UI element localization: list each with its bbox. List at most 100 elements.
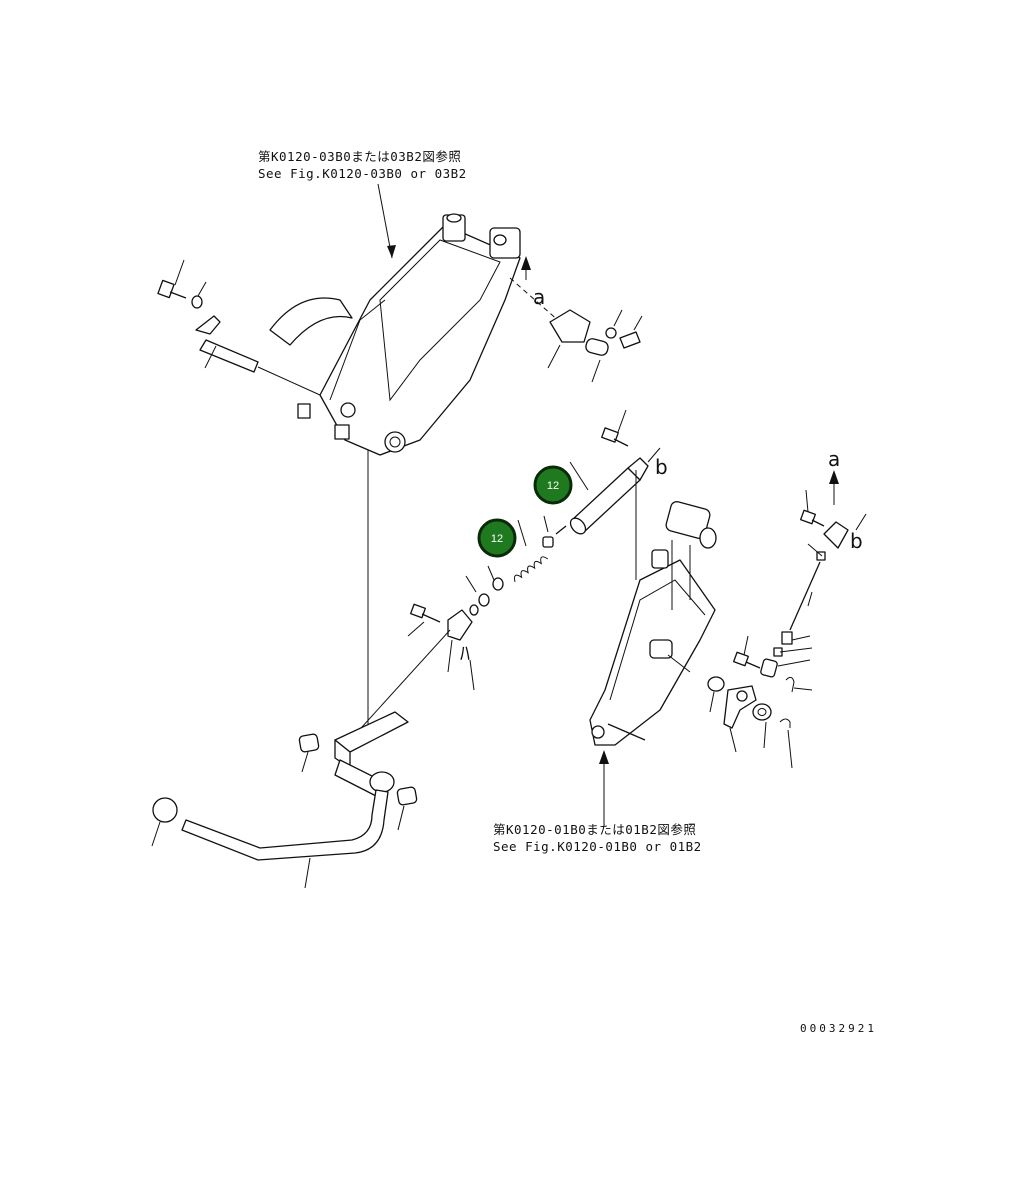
leader-linkage-end-nut [791,635,811,641]
dash-line-to-clevis [509,277,561,323]
leader-cotter-pin [793,687,813,691]
leader-mark-b-right [855,513,867,531]
leader-right-cotter-pin [787,729,793,769]
right-lever-bolt-head [733,651,749,667]
top-reference-jp: 第K0120-03B0または03B2図参照 [258,149,461,164]
clevis-pin [585,338,609,356]
right-bracket-slot [649,639,673,659]
right-washer [752,703,772,721]
pin-to-bracket-line [257,366,321,396]
top-reference-en: See Fig.K0120-03B0 or 03B2 [258,166,467,181]
leader-right-lever-bolt [743,635,749,656]
right-post-top [665,501,711,539]
spring-assembly: b ﾊ [351,409,668,739]
linkage-nut [816,551,826,561]
linkage-bolt-shank [811,519,825,527]
callout-12-upper: 12 [533,465,573,505]
right-lever-hole [736,690,748,702]
leader-linkage-block [777,659,811,667]
right-lever-bushing [707,676,725,692]
callout-circle-upper [533,465,573,505]
top-reference-arrowhead [387,245,396,258]
upper-pivot-hole-left [446,213,462,223]
upper-bracket-edge [329,299,386,401]
upper-bracket-assembly [269,213,521,456]
upper-curved-arm [269,297,353,346]
clevis-group: a [509,256,643,383]
leader-right-lever [729,727,737,753]
leader-pedal-lever [304,857,311,889]
far-right-linkage: a b [707,447,867,769]
leader-clevis [547,344,561,369]
cylinder-bolt-shank [613,438,629,447]
upper-washer [340,402,356,418]
spring-to-pedal-line [351,629,451,739]
coil-spring [513,556,549,582]
mark-b-center: b [655,455,668,479]
top-left-bolt-group [157,259,207,309]
upper-bracket-plate [319,224,521,456]
linkage-clevis-top [823,521,849,549]
callout-label-lower: 12 [491,533,503,545]
upper-pivot-hole-right [493,234,507,246]
bolt-head-top-left [157,279,175,299]
linkage-cotter-pin [785,676,795,693]
leader-spring-bolt [407,621,425,637]
pedal-pivot [369,771,395,793]
right-cotter-pin [779,718,791,728]
leader-linkage-rod [807,591,813,607]
callout-label-upper: 12 [547,480,559,492]
leader-right-lever-bushing [709,691,715,713]
leader-coil-spring [517,519,527,547]
callout-12-lower: 12 [477,518,517,558]
upper-lower-pivot-hole [389,436,401,448]
leader-spring-nut-2 [487,565,495,581]
clevis-washer [605,327,617,339]
upper-nut-1 [297,403,311,419]
spring-cylinder-end [569,517,587,535]
leader-clevis-bolt [633,315,643,331]
pedal-bracket-top [334,711,409,753]
leader-spring-nut-3 [465,575,477,593]
leader-linkage-bolt [805,489,809,513]
spring-nut-2 [492,577,504,591]
bolt-shank-top-left [169,291,187,299]
spring-bolt-shank [421,613,441,623]
right-bracket-assembly [589,470,717,746]
top-reference-leader [377,183,393,259]
clevis-bolt [619,331,641,349]
leader-clevis-pin [591,359,601,383]
mark-a-right: a [828,447,840,471]
pedal-bushing-left [298,733,320,753]
clevis-body [549,309,591,343]
spring-rod-tip [555,525,567,535]
bottom-reference-en: See Fig.K0120-01B0 or 01B2 [493,839,702,854]
leader-linkage-small-nut [779,647,813,653]
pin-body [199,339,259,373]
washer-top-left [191,295,203,309]
mark-a-top: a [533,285,545,309]
right-post-hole [699,527,717,549]
upper-lower-pivot [384,431,406,453]
pedal-knob [152,797,178,823]
leader-bushing-right [397,805,405,831]
mark-b-right: b [850,529,863,553]
bottom-reference-note: 第K0120-01B0または01B2図参照 See Fig.K0120-01B0… [493,750,702,854]
callout-circle-lower [477,518,517,558]
long-pin-group [195,315,321,396]
pedal-lever [181,789,389,861]
leader-b-lower [469,659,475,691]
leader-bolt-top-left [174,259,185,286]
leader-pin [204,345,217,369]
leader-cylinder-bolt [617,409,627,433]
leader-pedal-knob [151,821,161,847]
document-number: 00032921 [800,1022,877,1035]
right-bracket-hole [591,725,605,739]
linkage-bolt-head [800,509,816,525]
cylinder-bolt-head [601,427,619,443]
spring-nut-3 [478,593,490,607]
right-lever-bolt-shank [745,661,761,669]
upper-bracket-fold [379,239,501,402]
right-slot-line [667,654,691,673]
